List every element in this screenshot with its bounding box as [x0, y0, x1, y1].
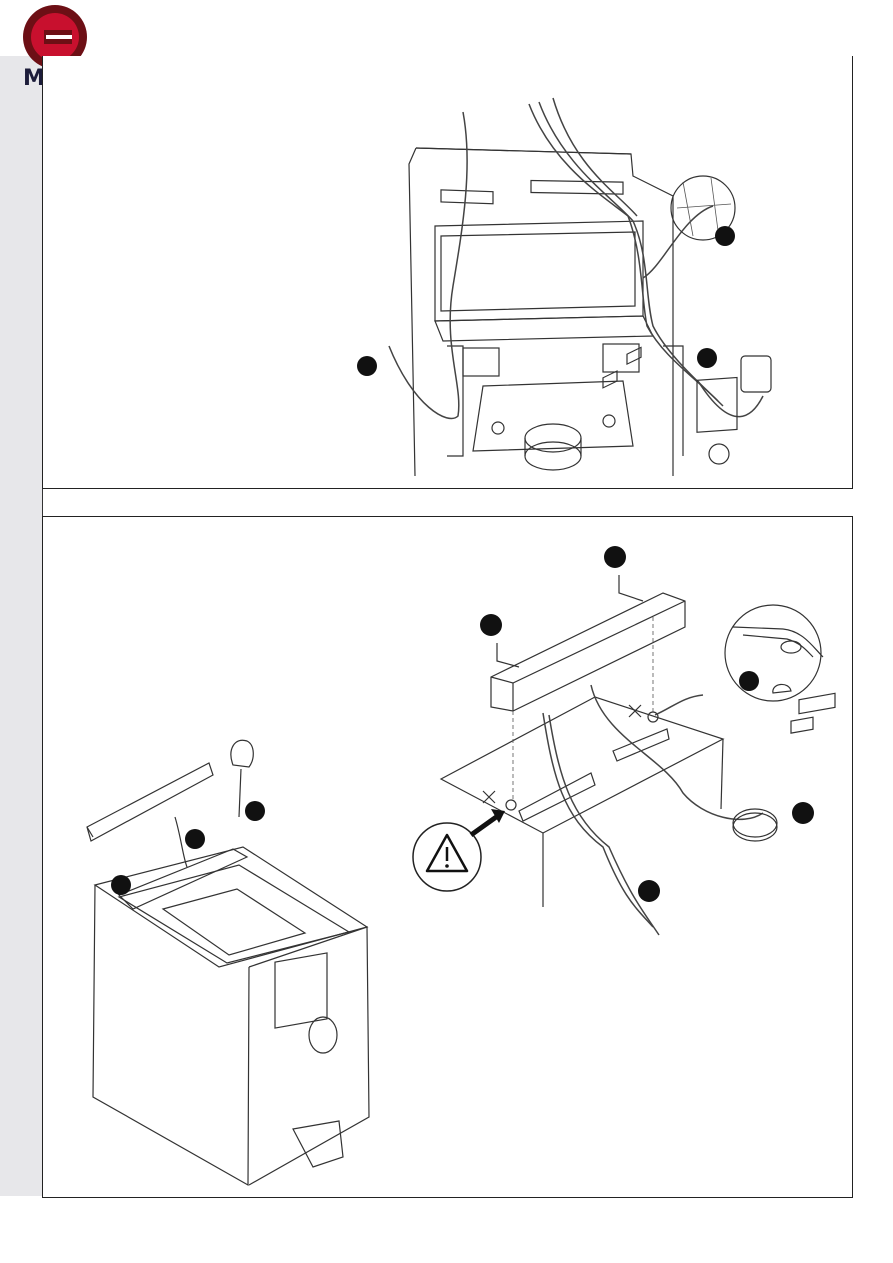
callout-marker: [111, 875, 131, 895]
callout-marker: [638, 880, 660, 902]
callout-marker: [792, 802, 814, 824]
callout-marker: [604, 546, 626, 568]
callout-marker: [715, 226, 735, 246]
callout-marker: [480, 614, 502, 636]
callout-marker: [185, 829, 205, 849]
callout-marker: [245, 801, 265, 821]
callout-marker: [739, 671, 759, 691]
callout-marker: [357, 356, 377, 376]
control-panel-illustration: [43, 517, 852, 1197]
wiring-illustration: [43, 56, 852, 488]
callout-marker: [697, 348, 717, 368]
left-sidebar: [0, 56, 43, 1196]
figure-panel-2: [42, 516, 853, 1198]
figure-panel-1: [42, 56, 853, 489]
